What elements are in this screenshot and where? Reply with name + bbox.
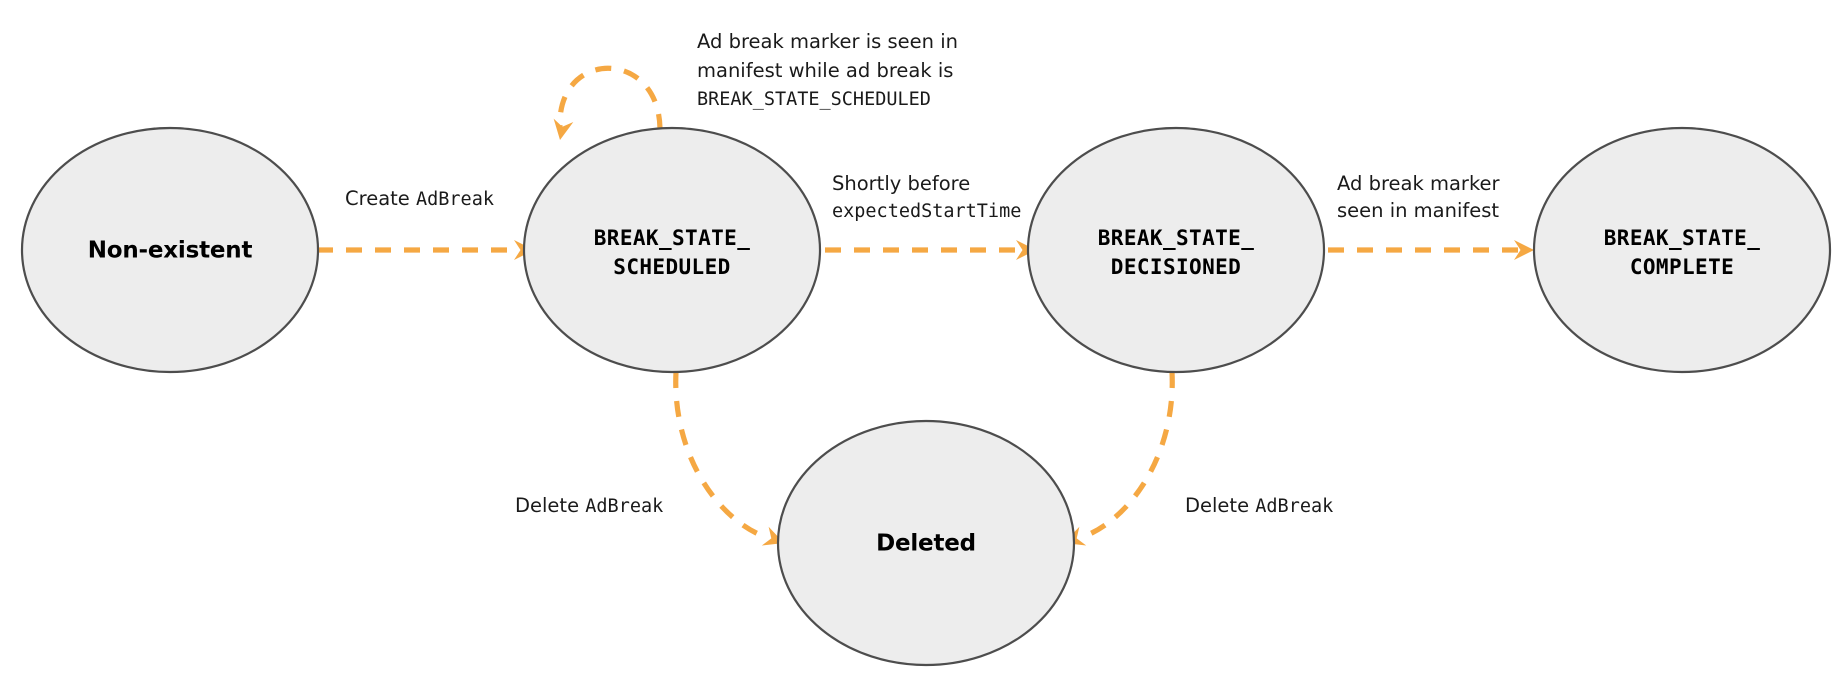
edge-label-decisioned-to-complete-line1: Ad break marker [1337,172,1501,195]
edge-label-decisioned-to-deleted-plain: Delete [1185,494,1255,517]
edge-label-create-adbreak-code: AdBreak [416,189,494,210]
node-break-state-decisioned-label-line1: BREAK_STATE_ [1098,226,1255,250]
edge-label-scheduled-to-decisioned-line2-code: expectedStartTime [832,201,1021,222]
node-break-state-complete-label-line2: COMPLETE [1630,255,1734,279]
edge-label-create-adbreak: Create AdBreak [345,187,494,210]
svg-text:Delete AdBreak: Delete AdBreak [1185,494,1333,517]
node-deleted-label: Deleted [876,531,976,557]
edge-decisioned-to-complete [1328,240,1534,260]
node-deleted[interactable]: Deleted [776,419,1076,667]
node-break-state-decisioned-label-line2: DECISIONED [1111,255,1241,279]
edge-label-scheduled-to-deleted-plain: Delete [515,494,585,517]
svg-text:Delete AdBreak: Delete AdBreak [515,494,663,517]
edge-label-decisioned-to-complete-line2: seen in manifest [1337,199,1499,222]
node-non-existent[interactable]: Non-existent [20,126,320,374]
edge-label-scheduled-to-decisioned-line1: Shortly before [832,172,970,195]
svg-text:Create AdBreak: Create AdBreak [345,187,494,210]
edge-scheduled-to-deleted [673,371,788,553]
edge-label-create-adbreak-plain: Create [345,187,416,210]
node-break-state-scheduled-label-line2: SCHEDULED [613,255,730,279]
node-break-state-scheduled[interactable]: BREAK_STATE_ SCHEDULED [522,126,822,374]
edge-label-decisioned-to-deleted: Delete AdBreak [1185,494,1333,517]
edge-create-adbreak [317,240,534,260]
edge-label-self-loop-scheduled: Ad break marker is seen in manifest whil… [697,30,958,110]
edge-label-self-loop-line3-code: BREAK_STATE_SCHEDULED [697,89,931,110]
edge-label-scheduled-to-decisioned: Shortly before expectedStartTime [832,172,1021,222]
node-break-state-scheduled-label-line1: BREAK_STATE_ [594,226,751,250]
edge-label-self-loop-line1: Ad break marker is seen in [697,30,958,53]
edge-label-decisioned-to-deleted-code: AdBreak [1255,496,1333,517]
edge-label-scheduled-to-deleted-code: AdBreak [585,496,663,517]
edge-label-decisioned-to-complete: Ad break marker seen in manifest [1337,172,1501,222]
edge-scheduled-to-decisioned [825,240,1036,260]
edge-self-loop-scheduled [550,65,663,142]
node-break-state-decisioned[interactable]: BREAK_STATE_ DECISIONED [1026,126,1326,374]
node-non-existent-label: Non-existent [88,238,253,264]
edge-label-scheduled-to-deleted: Delete AdBreak [515,494,663,517]
node-break-state-complete[interactable]: BREAK_STATE_ COMPLETE [1532,126,1832,374]
edge-decisioned-to-deleted [1060,371,1175,553]
edge-label-self-loop-line2: manifest while ad break is [697,59,953,82]
node-break-state-complete-label-line1: BREAK_STATE_ [1604,226,1761,250]
